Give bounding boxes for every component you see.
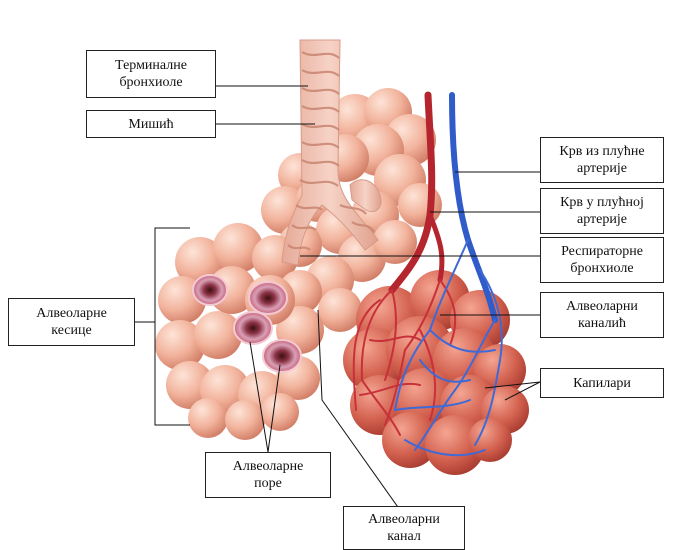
capillary-mass: [343, 270, 529, 475]
label-alveolar-sacs: Алвеоларне кесице: [8, 298, 135, 346]
label-alveolar-ductules: Алвеоларни каналић: [540, 292, 664, 338]
label-blood-in-pulmonary-artery: Крв у плућној артерије: [540, 188, 664, 234]
label-blood-from-pulmonary-artery: Крв из плућне артерије: [540, 137, 664, 183]
label-muscle: Мишић: [86, 110, 216, 138]
label-alveolar-duct: Алвеоларни канал: [343, 506, 465, 550]
label-alveolar-pores: Алвеоларне поре: [205, 452, 331, 498]
label-respiratory-bronchioles: Респираторне бронхиоле: [540, 237, 664, 283]
label-capillaries: Капилари: [540, 368, 664, 398]
label-terminal-bronchioles: Терминалне бронхиоле: [86, 50, 216, 98]
